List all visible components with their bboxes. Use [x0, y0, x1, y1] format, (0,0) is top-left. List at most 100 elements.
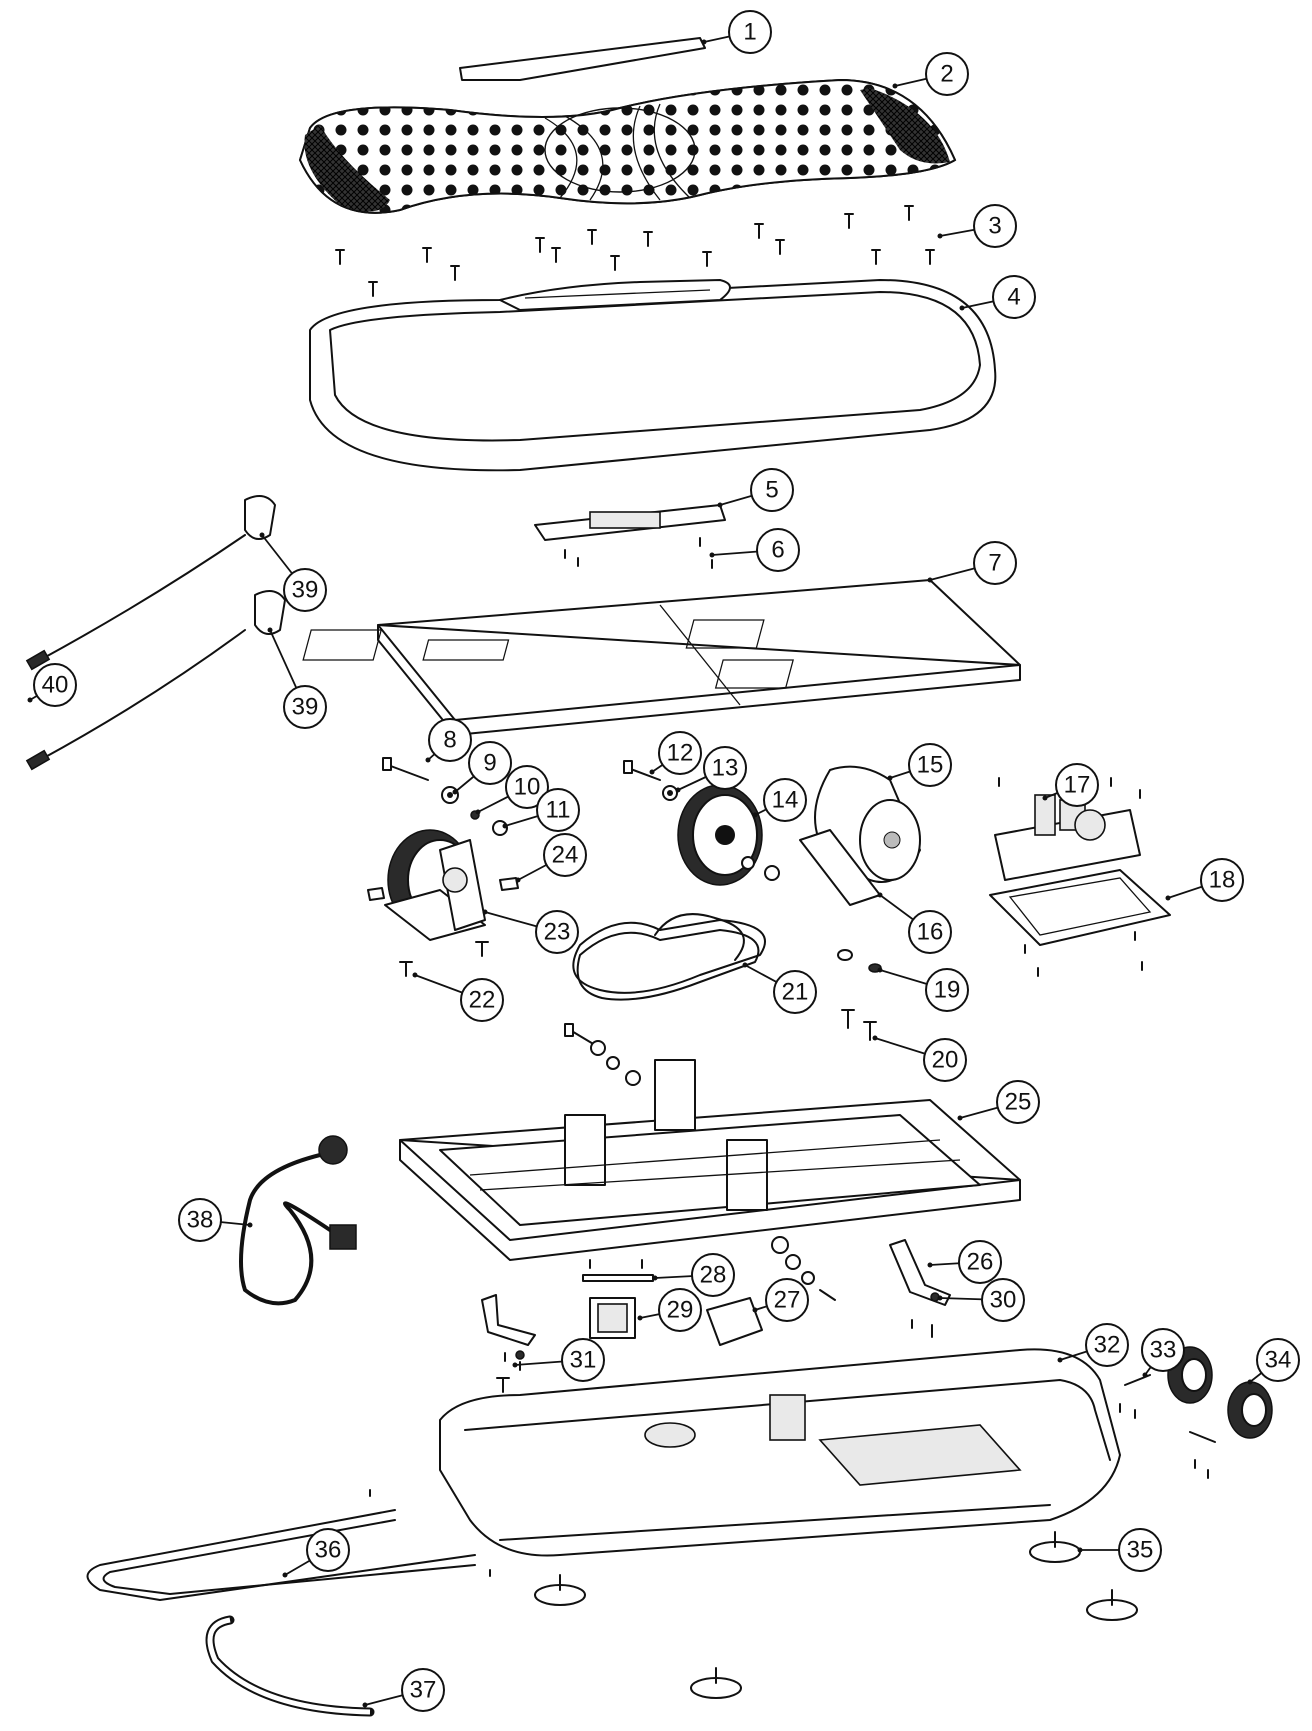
callout-arrowhead	[1165, 895, 1171, 901]
part-14-pulley	[677, 784, 780, 886]
callout-circle	[401, 1668, 445, 1712]
part-5-control-board	[534, 504, 726, 541]
callout-circle	[1141, 1328, 1185, 1372]
callout-39: 39	[259, 532, 327, 612]
callout-number: 38	[187, 1207, 214, 1234]
callout-30: 30	[937, 1278, 1025, 1322]
callout-arrowhead	[502, 823, 508, 829]
callout-arrowhead	[752, 1307, 758, 1313]
part-32-base	[439, 1348, 1121, 1557]
callout-number: 17	[1064, 772, 1091, 799]
callout-22: 22	[412, 972, 504, 1022]
callout-13: 13	[675, 746, 747, 793]
callout-9: 9	[452, 741, 512, 795]
callout-33: 33	[1141, 1328, 1185, 1378]
callout-number: 37	[410, 1677, 437, 1704]
callout-number: 7	[988, 550, 1001, 577]
part-28-strip	[582, 1259, 654, 1282]
part-27-block	[706, 1297, 763, 1346]
callout-number: 25	[1005, 1089, 1032, 1116]
part-39-40-resistance-cords	[25, 495, 286, 771]
callout-number: 24	[552, 842, 579, 869]
callout-arrowhead	[425, 757, 431, 763]
callout-32: 32	[1057, 1323, 1129, 1367]
callout-arrowhead	[887, 775, 893, 781]
callout-number: 9	[483, 750, 496, 777]
callout-circle	[543, 833, 587, 877]
callout-number: 2	[940, 61, 953, 88]
part-26-bracket	[889, 1239, 951, 1306]
callout-arrowhead	[927, 1262, 933, 1268]
callout-39: 39	[267, 627, 327, 729]
part-37-strip	[205, 1615, 375, 1717]
callout-arrowhead	[742, 962, 748, 968]
callout-31: 31	[512, 1338, 605, 1382]
callout-circle	[1256, 1338, 1300, 1382]
callout-circle	[703, 746, 747, 790]
callout-19: 19	[877, 967, 969, 1012]
callout-number: 34	[1265, 1347, 1292, 1374]
callout-number: 27	[774, 1287, 801, 1314]
callout-26: 26	[927, 1240, 1002, 1284]
callout-35: 35	[1077, 1528, 1162, 1572]
callout-circle	[728, 10, 772, 54]
callout-circle	[750, 468, 794, 512]
callout-number: 31	[570, 1347, 597, 1374]
callout-number: 4	[1007, 284, 1020, 311]
callout-4: 4	[959, 275, 1036, 319]
callout-circle	[505, 765, 549, 809]
callout-38: 38	[178, 1198, 253, 1242]
part-38-power-cord	[239, 1135, 357, 1306]
callout-circle	[756, 528, 800, 572]
callout-21: 21	[742, 962, 817, 1014]
callout-arrowhead	[649, 769, 655, 775]
callout-arrowhead	[877, 892, 883, 898]
callout-circle	[283, 685, 327, 729]
callout-arrowhead	[892, 83, 898, 89]
callout-18: 18	[1165, 858, 1244, 902]
callout-arrowhead	[267, 627, 273, 633]
callout-number: 35	[1127, 1537, 1154, 1564]
callout-arrowhead	[482, 909, 488, 915]
callout-number: 15	[917, 752, 944, 779]
part-3-screws	[335, 205, 935, 297]
callout-arrowhead	[927, 577, 933, 583]
callout-10: 10	[475, 765, 549, 815]
part-29-transformer	[589, 1297, 636, 1339]
callout-circle	[973, 541, 1017, 585]
part-36-bar	[86, 1489, 491, 1601]
part-6-screws	[564, 537, 713, 569]
callout-circle	[908, 743, 952, 787]
callout-number: 21	[782, 979, 809, 1006]
callout-arrowhead	[959, 305, 965, 311]
callout-25: 25	[957, 1080, 1040, 1124]
callout-arrowhead	[877, 967, 883, 973]
callout-number: 18	[1209, 867, 1236, 894]
callout-circle	[306, 1528, 350, 1572]
callout-number: 5	[765, 477, 778, 504]
callout-arrowhead	[701, 39, 707, 45]
callout-17: 17	[1042, 763, 1099, 807]
callout-arrowhead	[957, 1115, 963, 1121]
part-18-screws	[998, 777, 1143, 977]
callout-24: 24	[515, 833, 587, 883]
part-7-main-plate	[302, 579, 1021, 736]
callout-circle	[561, 1338, 605, 1382]
callout-5: 5	[717, 468, 794, 512]
callout-arrowhead	[752, 812, 758, 818]
callout-arrowhead	[937, 233, 943, 239]
callout-number: 28	[700, 1262, 727, 1289]
part-30-nut	[911, 1292, 940, 1338]
callout-circle	[658, 1288, 702, 1332]
callout-number: 6	[771, 537, 784, 564]
callout-number: 11	[546, 797, 571, 824]
callout-arrowhead	[637, 1315, 643, 1321]
callout-arrowhead	[512, 1362, 518, 1368]
callout-circle	[536, 788, 580, 832]
callout-40: 40	[27, 663, 77, 707]
callout-number: 8	[443, 727, 456, 754]
callout-arrowhead	[709, 552, 715, 558]
callout-circle	[1055, 763, 1099, 807]
